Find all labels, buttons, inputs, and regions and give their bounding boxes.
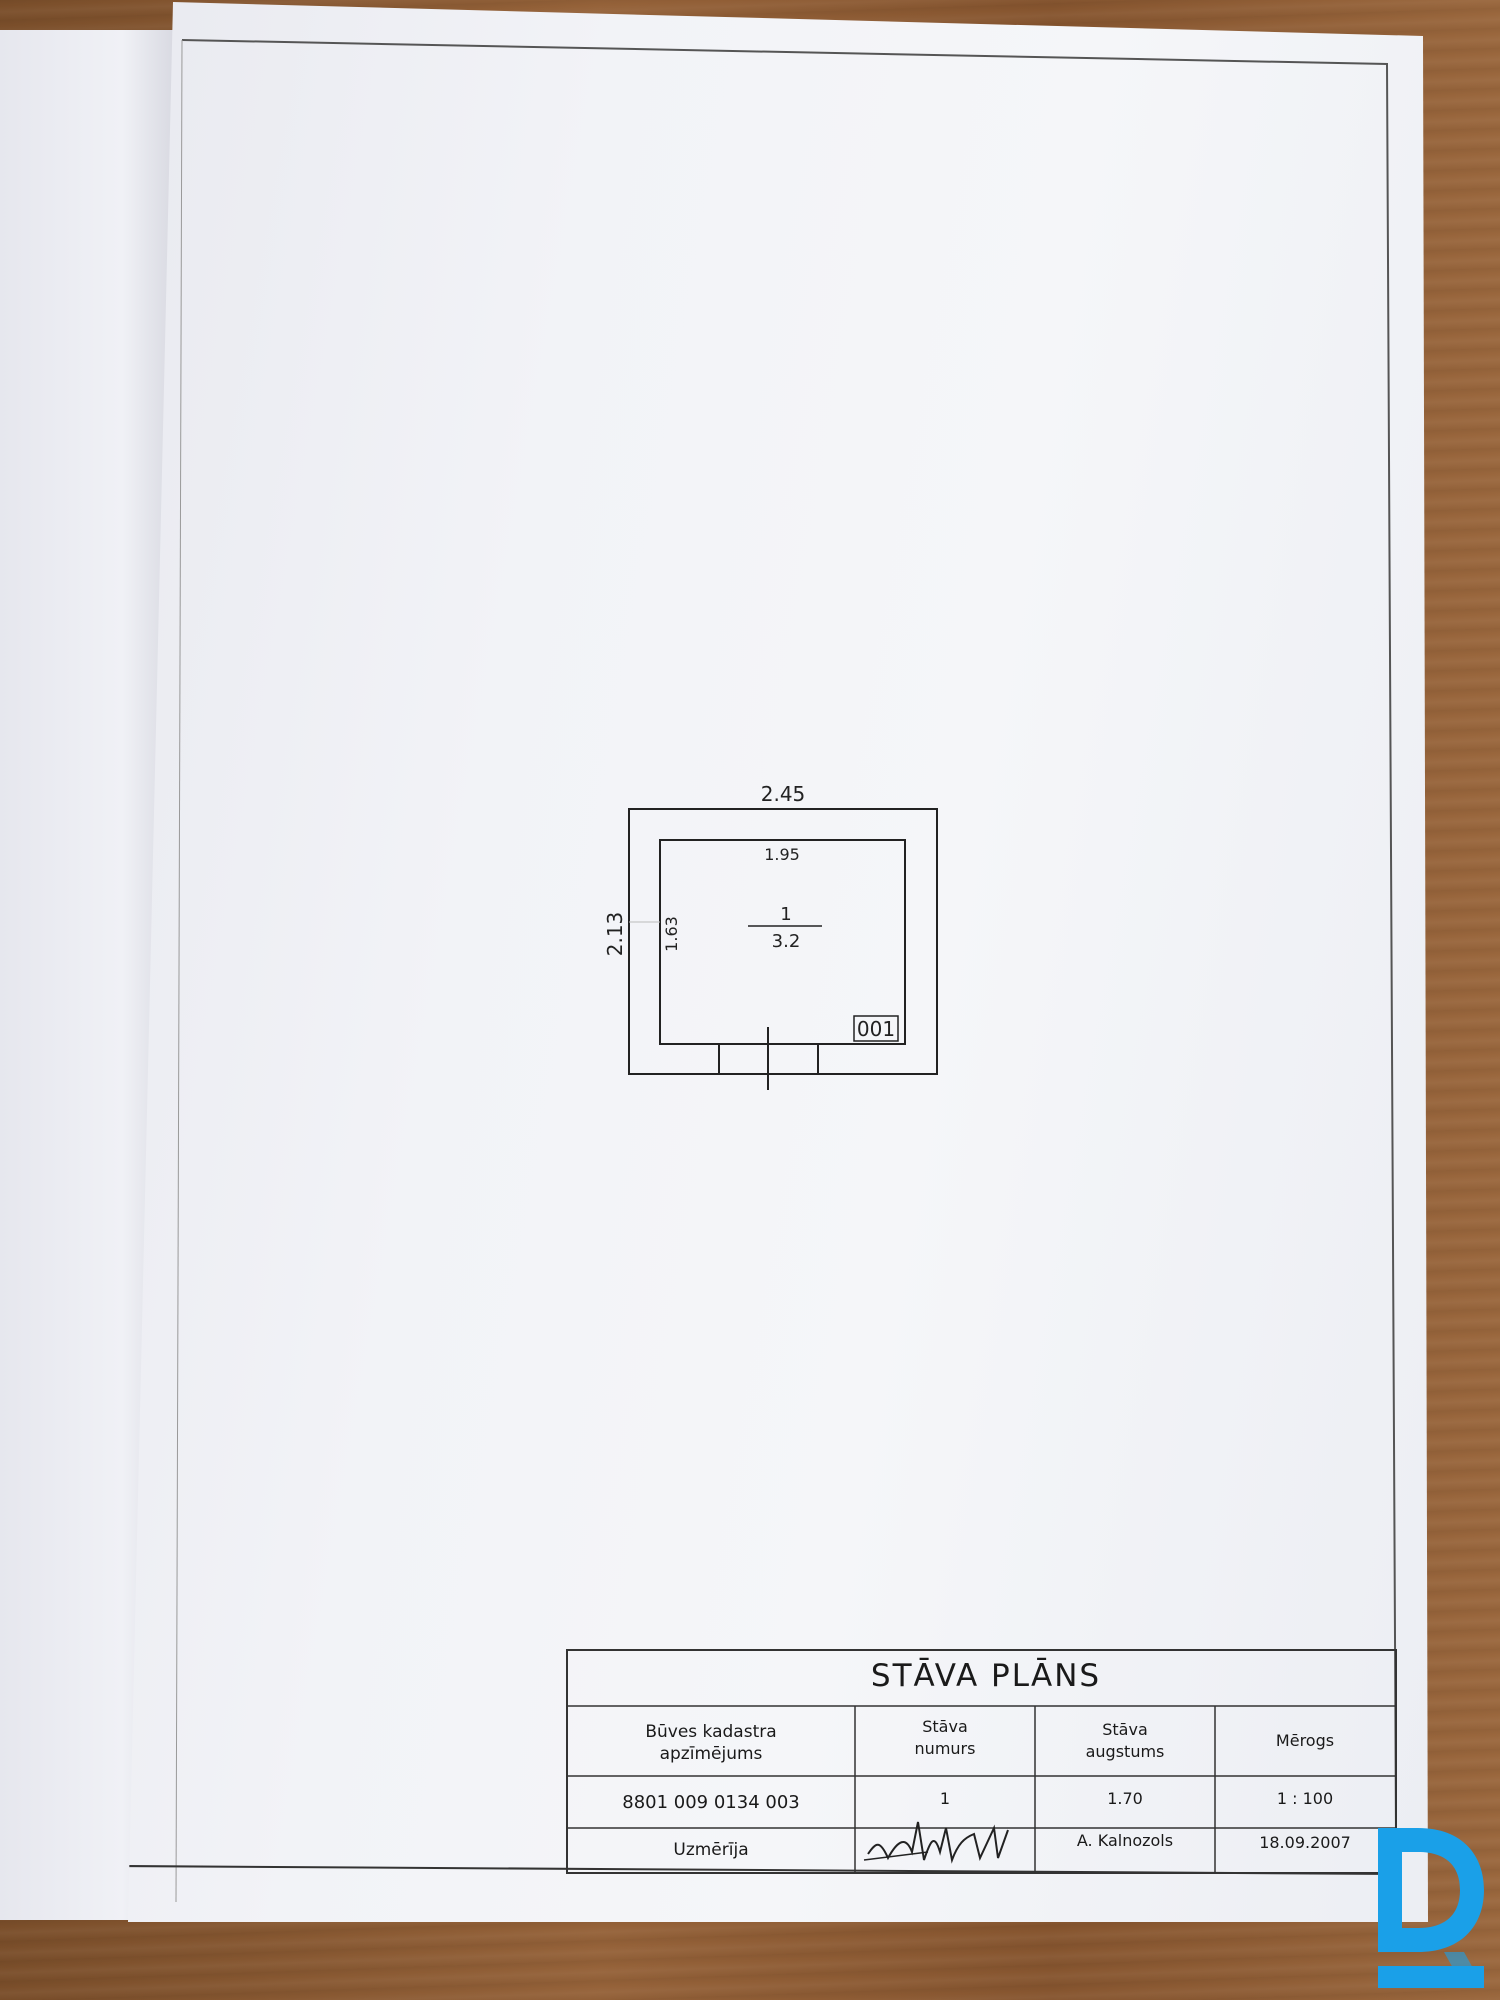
frame-border xyxy=(181,39,1397,1835)
frame-left-border xyxy=(175,39,183,1903)
header-scale: Mērogs xyxy=(1276,1731,1334,1750)
title-block-frame xyxy=(566,1649,1397,1874)
room-code-box xyxy=(853,1015,899,1042)
drawing-sheet: 2.45 1.95 2.13 1.63 1 3.2 001 STĀVA PL xyxy=(128,2,1428,1922)
outer-wall xyxy=(628,808,938,1075)
watermark-logo xyxy=(1378,1828,1484,1988)
floor-plan: 2.45 1.95 2.13 1.63 1 3.2 001 xyxy=(603,782,938,1090)
value-floor-number: 1 xyxy=(940,1789,950,1808)
header-floor-height-line1: Stāva xyxy=(1102,1720,1148,1739)
header-floor-number-line1: Stāva xyxy=(922,1717,968,1736)
header-floor-height-line2: augstums xyxy=(1086,1742,1165,1761)
header-cadastre-line1: Būves kadastra xyxy=(645,1722,776,1742)
value-floor-height: 1.70 xyxy=(1107,1789,1143,1808)
measured-by-label: Uzmērīja xyxy=(673,1840,748,1860)
value-cadastre: 8801 009 0134 003 xyxy=(622,1792,800,1813)
room-area: 3.2 xyxy=(772,931,801,952)
inner-width-label: 1.95 xyxy=(764,845,800,864)
header-floor-number-line2: numurs xyxy=(915,1739,976,1758)
title-block: STĀVA PLĀNS Būves kadastra apzīmējums St… xyxy=(566,1649,1397,1874)
header-cadastre-line2: apzīmējums xyxy=(660,1744,763,1764)
room-number: 1 xyxy=(780,904,791,925)
drawing-canvas: 2.45 1.95 2.13 1.63 1 3.2 001 STĀVA PL xyxy=(128,39,1399,1903)
surveyor-name: A. Kalnozols xyxy=(1077,1831,1173,1850)
value-scale: 1 : 100 xyxy=(1277,1789,1333,1808)
signature xyxy=(863,1821,1009,1864)
outer-height-label: 2.13 xyxy=(603,912,627,957)
inner-height-label: 1.63 xyxy=(662,916,681,952)
outer-width-label: 2.45 xyxy=(761,782,806,806)
inner-wall xyxy=(659,839,906,1045)
room-code: 001 xyxy=(857,1017,895,1041)
title-block-title: STĀVA PLĀNS xyxy=(871,1658,1101,1694)
survey-date: 18.09.2007 xyxy=(1259,1833,1351,1852)
